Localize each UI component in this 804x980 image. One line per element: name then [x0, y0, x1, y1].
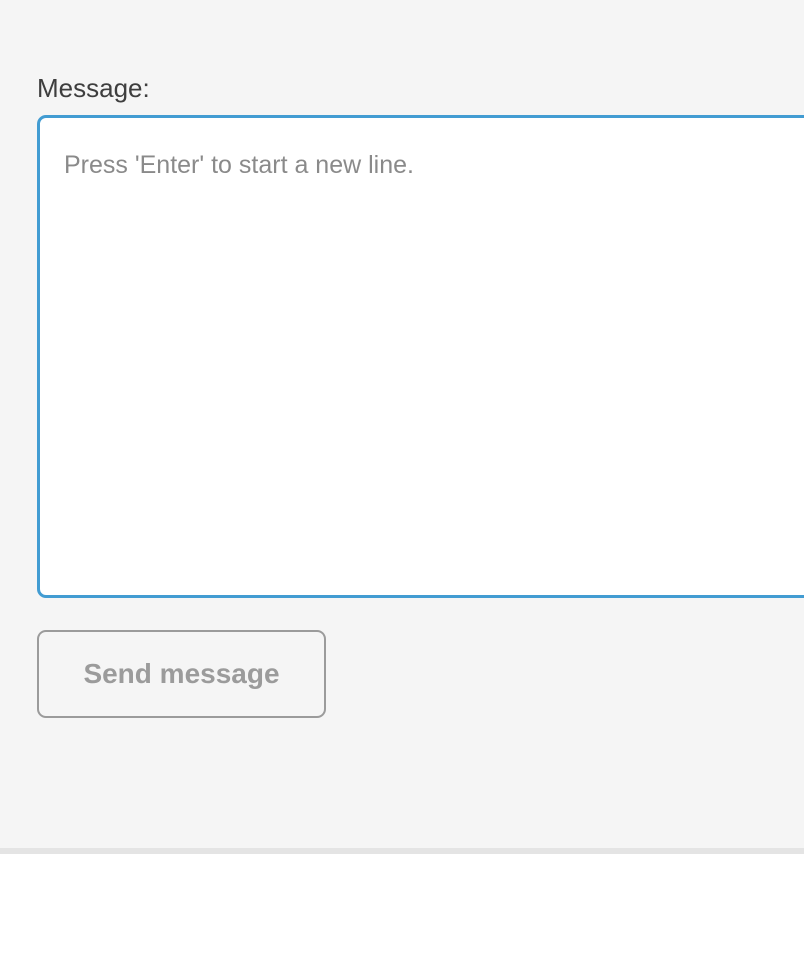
lower-white-area: [0, 854, 804, 980]
message-form-section: Message: Send message: [37, 73, 804, 718]
message-label: Message:: [37, 73, 150, 103]
section-divider: [0, 848, 804, 854]
send-message-button[interactable]: Send message: [37, 630, 326, 718]
message-textarea[interactable]: [37, 115, 804, 598]
